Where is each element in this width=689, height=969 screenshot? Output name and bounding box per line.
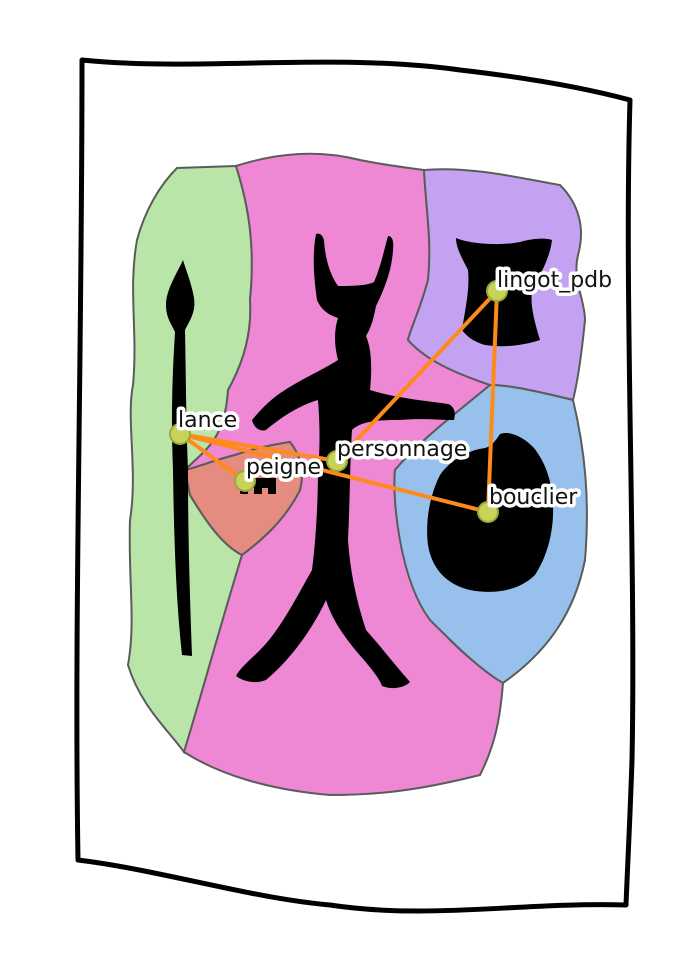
node-label-lingot-pdb: lingot_pdb bbox=[497, 268, 612, 293]
edge-layer bbox=[178, 289, 499, 514]
node-label-bouclier: bouclier bbox=[489, 485, 578, 510]
edge-lance-peigne bbox=[178, 432, 247, 483]
region-peigne bbox=[183, 440, 303, 557]
node-label-peigne: peigne bbox=[246, 455, 321, 480]
node-label-personnage: personnage bbox=[337, 437, 467, 462]
spear-silhouette bbox=[166, 260, 195, 656]
node-peigne bbox=[234, 470, 256, 492]
node-label-lance: lance bbox=[178, 408, 237, 433]
paper-frame bbox=[74, 57, 636, 914]
node-layer bbox=[169, 280, 508, 523]
node-lingot-pdb bbox=[486, 280, 508, 302]
node-bouclier bbox=[477, 501, 499, 523]
node-lance bbox=[169, 423, 191, 445]
edge-lance-bouclier bbox=[178, 432, 490, 514]
edge-personnage-lingot_pdb bbox=[335, 289, 499, 463]
node-personnage bbox=[326, 450, 348, 472]
edge-lingot_pdb-bouclier bbox=[486, 289, 499, 514]
label-layer: lance peigne personnage lingot_pdb bouclier bbox=[175, 265, 616, 514]
edge-lance-personnage bbox=[178, 432, 339, 463]
